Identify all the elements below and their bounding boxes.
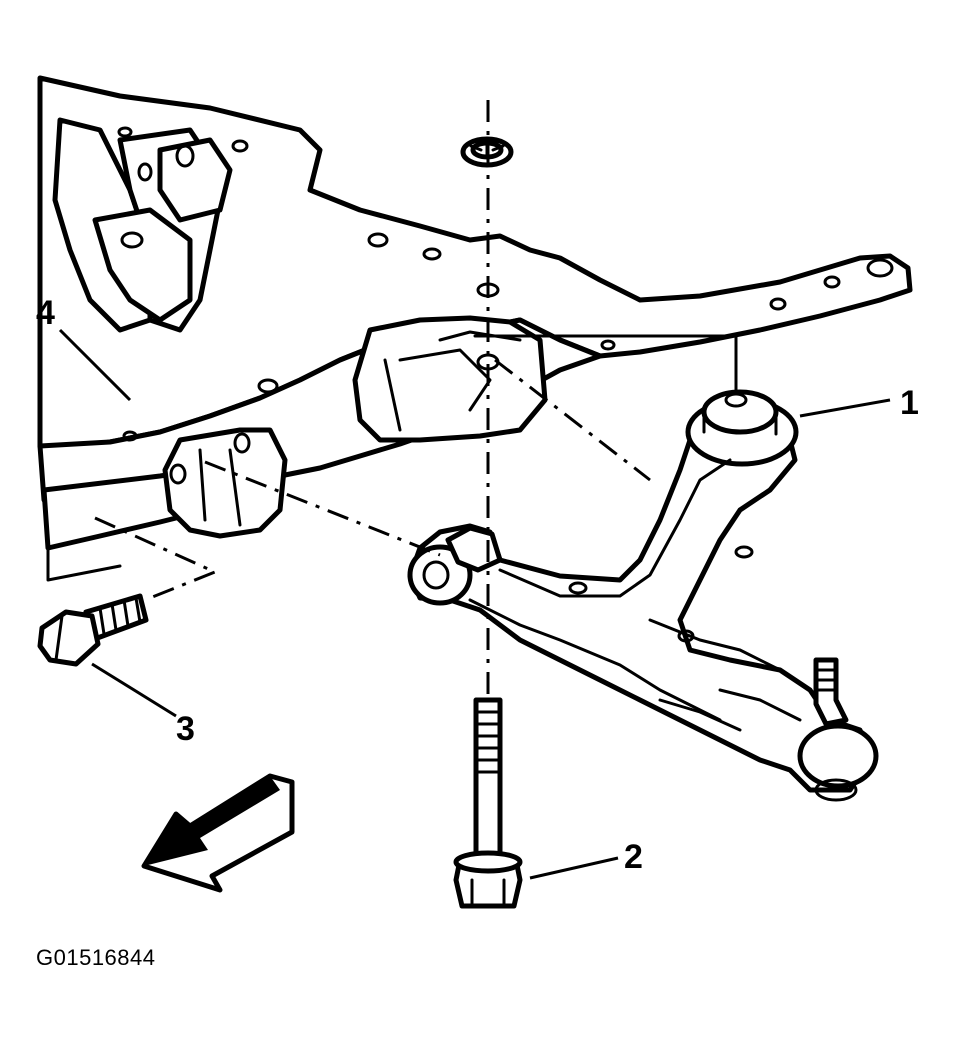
control-arm-icon xyxy=(407,389,879,802)
callout-3: 3 xyxy=(176,710,195,748)
callout-4: 4 xyxy=(36,294,55,332)
figure-code: G01516844 xyxy=(36,945,156,970)
callout-1: 1 xyxy=(900,384,919,422)
bolt-icon xyxy=(453,697,523,909)
callout-2: 2 xyxy=(624,838,643,876)
crossmember-icon xyxy=(37,75,913,582)
leader-lines xyxy=(58,328,891,880)
arrow-icon xyxy=(141,773,295,893)
bolt-icon xyxy=(37,593,149,667)
assembly-centerlines xyxy=(94,100,738,700)
